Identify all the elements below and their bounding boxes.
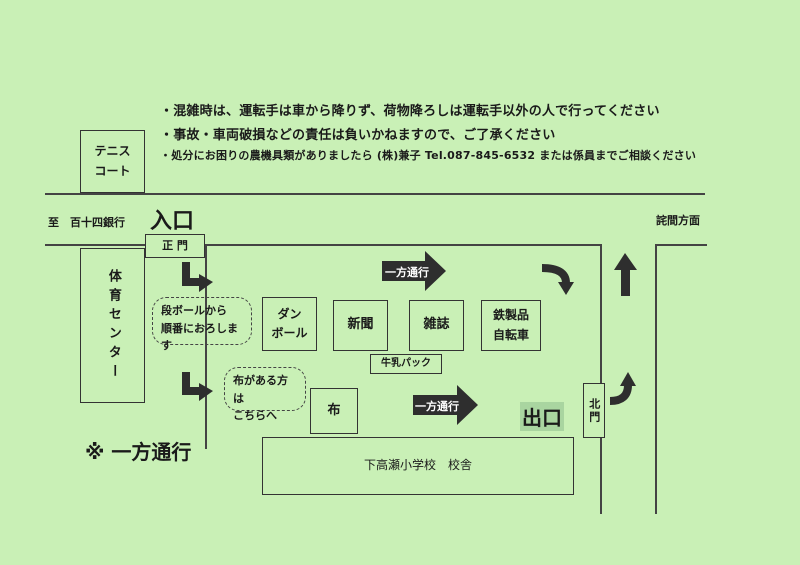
cloth-hint-bubble: 布がある方は こちらへ	[224, 367, 306, 422]
north-gate-label: 北門	[587, 397, 601, 424]
main-gate: 正 門	[145, 234, 205, 258]
entrance-label: 入口	[150, 209, 195, 234]
up-arrow-head	[614, 253, 637, 270]
road-top-lower-mid	[205, 244, 600, 246]
school-building: 下高瀬小学校 校舎	[262, 437, 574, 495]
notice-farm-tools: ・処分にお困りの農機具類がありましたら (株)兼子 Tel.087-845-65…	[160, 149, 697, 162]
exit-label: 出口	[520, 402, 564, 431]
gate-turn-arrow	[182, 262, 200, 286]
exit-turn-arrow	[609, 384, 632, 405]
milk-carton-station: 牛乳パック	[370, 354, 442, 374]
road-top-lower-right	[655, 244, 707, 246]
lower-turn-arrow	[182, 372, 200, 395]
notice-liability: ・事故・車両破損などの責任は負いかねますので、ご了承ください	[160, 128, 556, 143]
road-left-inner	[205, 244, 207, 449]
up-arrow-shaft	[621, 268, 630, 296]
tennis-court: テニス コート	[80, 130, 145, 193]
exit-turn-arrowhead	[620, 372, 636, 386]
road-top-upper	[45, 193, 705, 195]
lower-turn-arrowhead	[199, 383, 213, 401]
gate-turn-arrowhead	[199, 274, 213, 292]
one-way-arrow-2	[413, 385, 478, 425]
one-way-label-2: 一方通行	[415, 400, 459, 413]
road-right-inner	[600, 244, 602, 514]
road-right-outer	[655, 244, 657, 514]
gym-box: 体育センター	[80, 248, 145, 403]
notice-congestion: ・混雑時は、運転手は車から降りず、荷物降ろしは運転手以外の人で行ってください	[160, 104, 660, 119]
magazine-station: 雑誌	[409, 300, 464, 351]
road-top-lower-left	[45, 244, 145, 246]
gym-label: 体育センター	[105, 268, 121, 383]
cardboard-hint-bubble: 段ボールから 順番におろします	[152, 297, 252, 352]
corner-turn-arrow	[541, 264, 570, 284]
steel-bicycle-station: 鉄製品 自転車	[481, 300, 541, 351]
one-way-label-1: 一方通行	[385, 266, 429, 279]
cardboard-station: ダン ボール	[262, 297, 317, 351]
direction-takuma: 詫間方面	[656, 214, 700, 227]
north-gate-box: 北門	[583, 383, 605, 438]
direction-hyakujushi: 至 百十四銀行	[48, 216, 125, 229]
one-way-note: ※ 一方通行	[85, 440, 192, 464]
cloth-station: 布	[310, 388, 358, 434]
corner-turn-arrowhead	[558, 282, 574, 295]
one-way-arrow-1	[382, 251, 446, 291]
newspaper-station: 新聞	[333, 300, 388, 351]
